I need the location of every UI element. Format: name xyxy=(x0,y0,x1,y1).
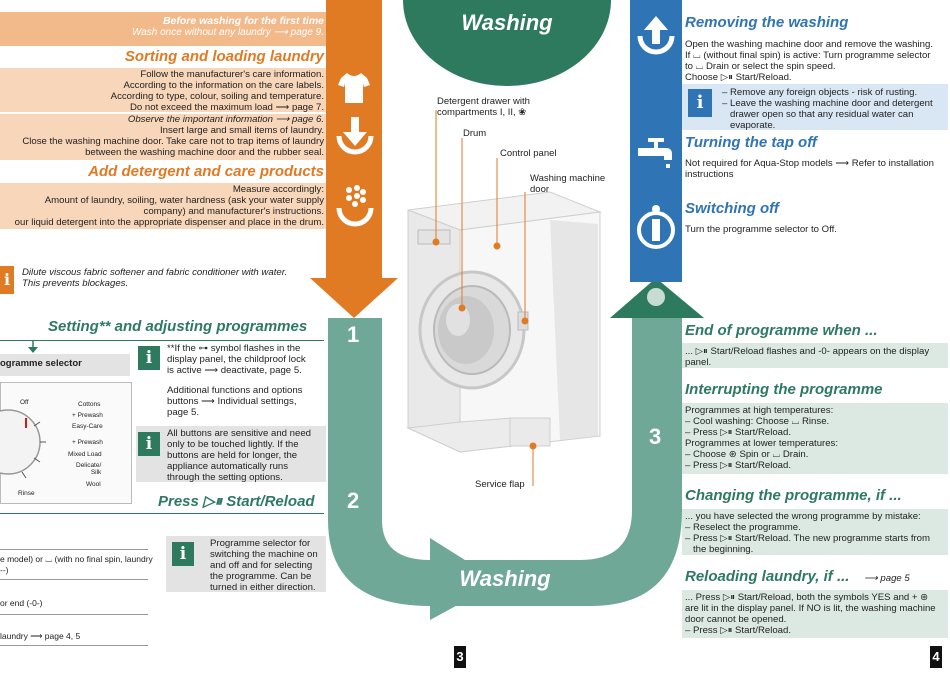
removing-title: Removing the washing xyxy=(685,14,849,31)
selector-note: Programme selector for switching the mac… xyxy=(210,538,318,593)
removing-text: Open the washing machine door and remove… xyxy=(685,39,933,83)
step-number-1: 1 xyxy=(347,322,360,347)
press-start-title: Press ▷⏸ Start/Reload xyxy=(158,493,315,510)
bottom-line-4: laundry ⟶ page 4, 5 xyxy=(0,631,81,641)
teal-u-band xyxy=(328,318,500,620)
additional-note: Additional functions and options buttons… xyxy=(167,385,303,418)
info-icon: i xyxy=(138,432,160,456)
change-text: ... you have selected the wrong programm… xyxy=(685,511,931,555)
label-service-flap: Service flap xyxy=(475,479,525,490)
selector-label: ogramme selector xyxy=(0,358,82,369)
bottom-line-1: e model) or ⌴ (with no final spin, laund… xyxy=(0,554,153,564)
selector-wool: Wool xyxy=(86,481,101,488)
end-text: ... ▷⏸ Start/Reload flashes and -0- appe… xyxy=(685,346,930,368)
label-drum: Drum xyxy=(463,128,487,139)
switch-text: Turn the programme selector to Off. xyxy=(685,224,837,235)
end-title: End of programme when ... xyxy=(685,322,878,339)
selector-prewash-1: + Prewash xyxy=(72,412,103,419)
softener-note: Dilute viscous fabric softener and fabri… xyxy=(22,267,288,289)
top-washing-shape xyxy=(403,0,611,86)
touch-note-box xyxy=(136,426,326,482)
washing-machine-illustration xyxy=(406,191,602,453)
reload-title: Reloading laundry, if ... xyxy=(685,568,850,585)
reload-text: ... Press ▷⏸ Start/Reload, both the symb… xyxy=(685,592,936,636)
reload-box xyxy=(682,590,948,638)
bottom-line-3: or end (-0-) xyxy=(0,598,43,608)
first-time-title: Before washing for the first time xyxy=(162,15,324,27)
removing-notes: – Remove any foreign objects - risk of r… xyxy=(722,87,933,131)
switch-title: Switching off xyxy=(685,200,779,217)
change-box xyxy=(682,509,948,555)
label-control-panel: Control panel xyxy=(500,148,557,159)
upload-arrow-icon xyxy=(637,16,675,55)
step-number-3: 3 xyxy=(649,424,662,449)
chevron-down-icon xyxy=(28,340,38,353)
interrupt-text: Programmes at high temperatures: – Cool … xyxy=(685,405,839,471)
label-detergent-drawer: Detergent drawer with compartments I, II… xyxy=(437,96,530,118)
selector-cottons: Cottons xyxy=(78,401,101,408)
bottom-washing-title: Washing xyxy=(459,566,551,591)
selector-delicate: Delicate/ Silk xyxy=(76,462,102,476)
touch-note: All buttons are sensitive and need only … xyxy=(167,428,311,483)
first-time-box xyxy=(0,12,326,46)
step-number-2: 2 xyxy=(347,488,360,513)
selector-mixed: Mixed Load xyxy=(68,451,102,458)
interrupt-title: Interrupting the programme xyxy=(685,381,883,398)
programme-dial[interactable] xyxy=(0,390,70,490)
page-number-4: 4 xyxy=(930,646,942,668)
selector-easycare: Easy-Care xyxy=(72,423,103,430)
orange-arrow-head xyxy=(310,278,398,318)
teal-right-band xyxy=(430,316,682,606)
page-number-3: 3 xyxy=(454,646,466,668)
loading-text: Insert large and small items of laundry.… xyxy=(22,125,324,158)
download-arrow-icon xyxy=(336,117,374,155)
first-time-text: Wash once without any laundry ⟶ page 9. xyxy=(131,27,324,38)
tap-icon xyxy=(638,138,672,168)
info-icon: i xyxy=(0,266,14,294)
reload-page-link[interactable]: ⟶ page 5 xyxy=(864,573,910,584)
info-icon: i xyxy=(172,542,194,566)
info-icon: i xyxy=(138,346,160,370)
setting-divider xyxy=(0,340,324,341)
observe-line: Observe the important information ⟶ page… xyxy=(127,114,324,125)
detergent-title: Add detergent and care products xyxy=(88,163,324,180)
removing-notes-box xyxy=(682,84,948,130)
selector-rinse: Rinse xyxy=(18,490,35,497)
detergent-dots-icon xyxy=(336,185,374,227)
interrupt-box xyxy=(682,403,948,474)
change-title: Changing the programme, if ... xyxy=(685,487,902,504)
sorting-text: Follow the manufacturer's care informati… xyxy=(110,69,324,113)
end-box xyxy=(682,343,948,368)
shirt-icon xyxy=(338,73,370,103)
sorting-title: Sorting and loading laundry xyxy=(124,48,324,65)
press-divider xyxy=(0,513,324,514)
loading-box xyxy=(0,114,326,160)
tap-text: Not required for Aqua-Stop models ⟶ Refe… xyxy=(685,158,934,180)
bottom-line-2: --) xyxy=(0,565,9,575)
childlock-note: **If the ⊶ symbol flashes in the display… xyxy=(167,343,306,376)
setting-title: Setting** and adjusting programmes xyxy=(48,318,308,335)
info-icon: i xyxy=(688,89,712,117)
callout-lines xyxy=(435,110,534,486)
label-door: Washing machine door xyxy=(530,173,606,195)
band-dot xyxy=(647,288,665,306)
selector-prewash-2: + Prewash xyxy=(72,439,103,446)
detergent-text: Measure accordingly: Amount of laundry, … xyxy=(14,184,324,228)
sorting-box xyxy=(0,68,326,112)
detergent-box xyxy=(0,183,326,229)
top-washing-title: Washing xyxy=(461,10,553,35)
selector-off: Off xyxy=(20,399,29,406)
tap-title: Turning the tap off xyxy=(685,134,817,151)
power-info-icon xyxy=(637,205,675,249)
selector-header xyxy=(0,354,130,376)
